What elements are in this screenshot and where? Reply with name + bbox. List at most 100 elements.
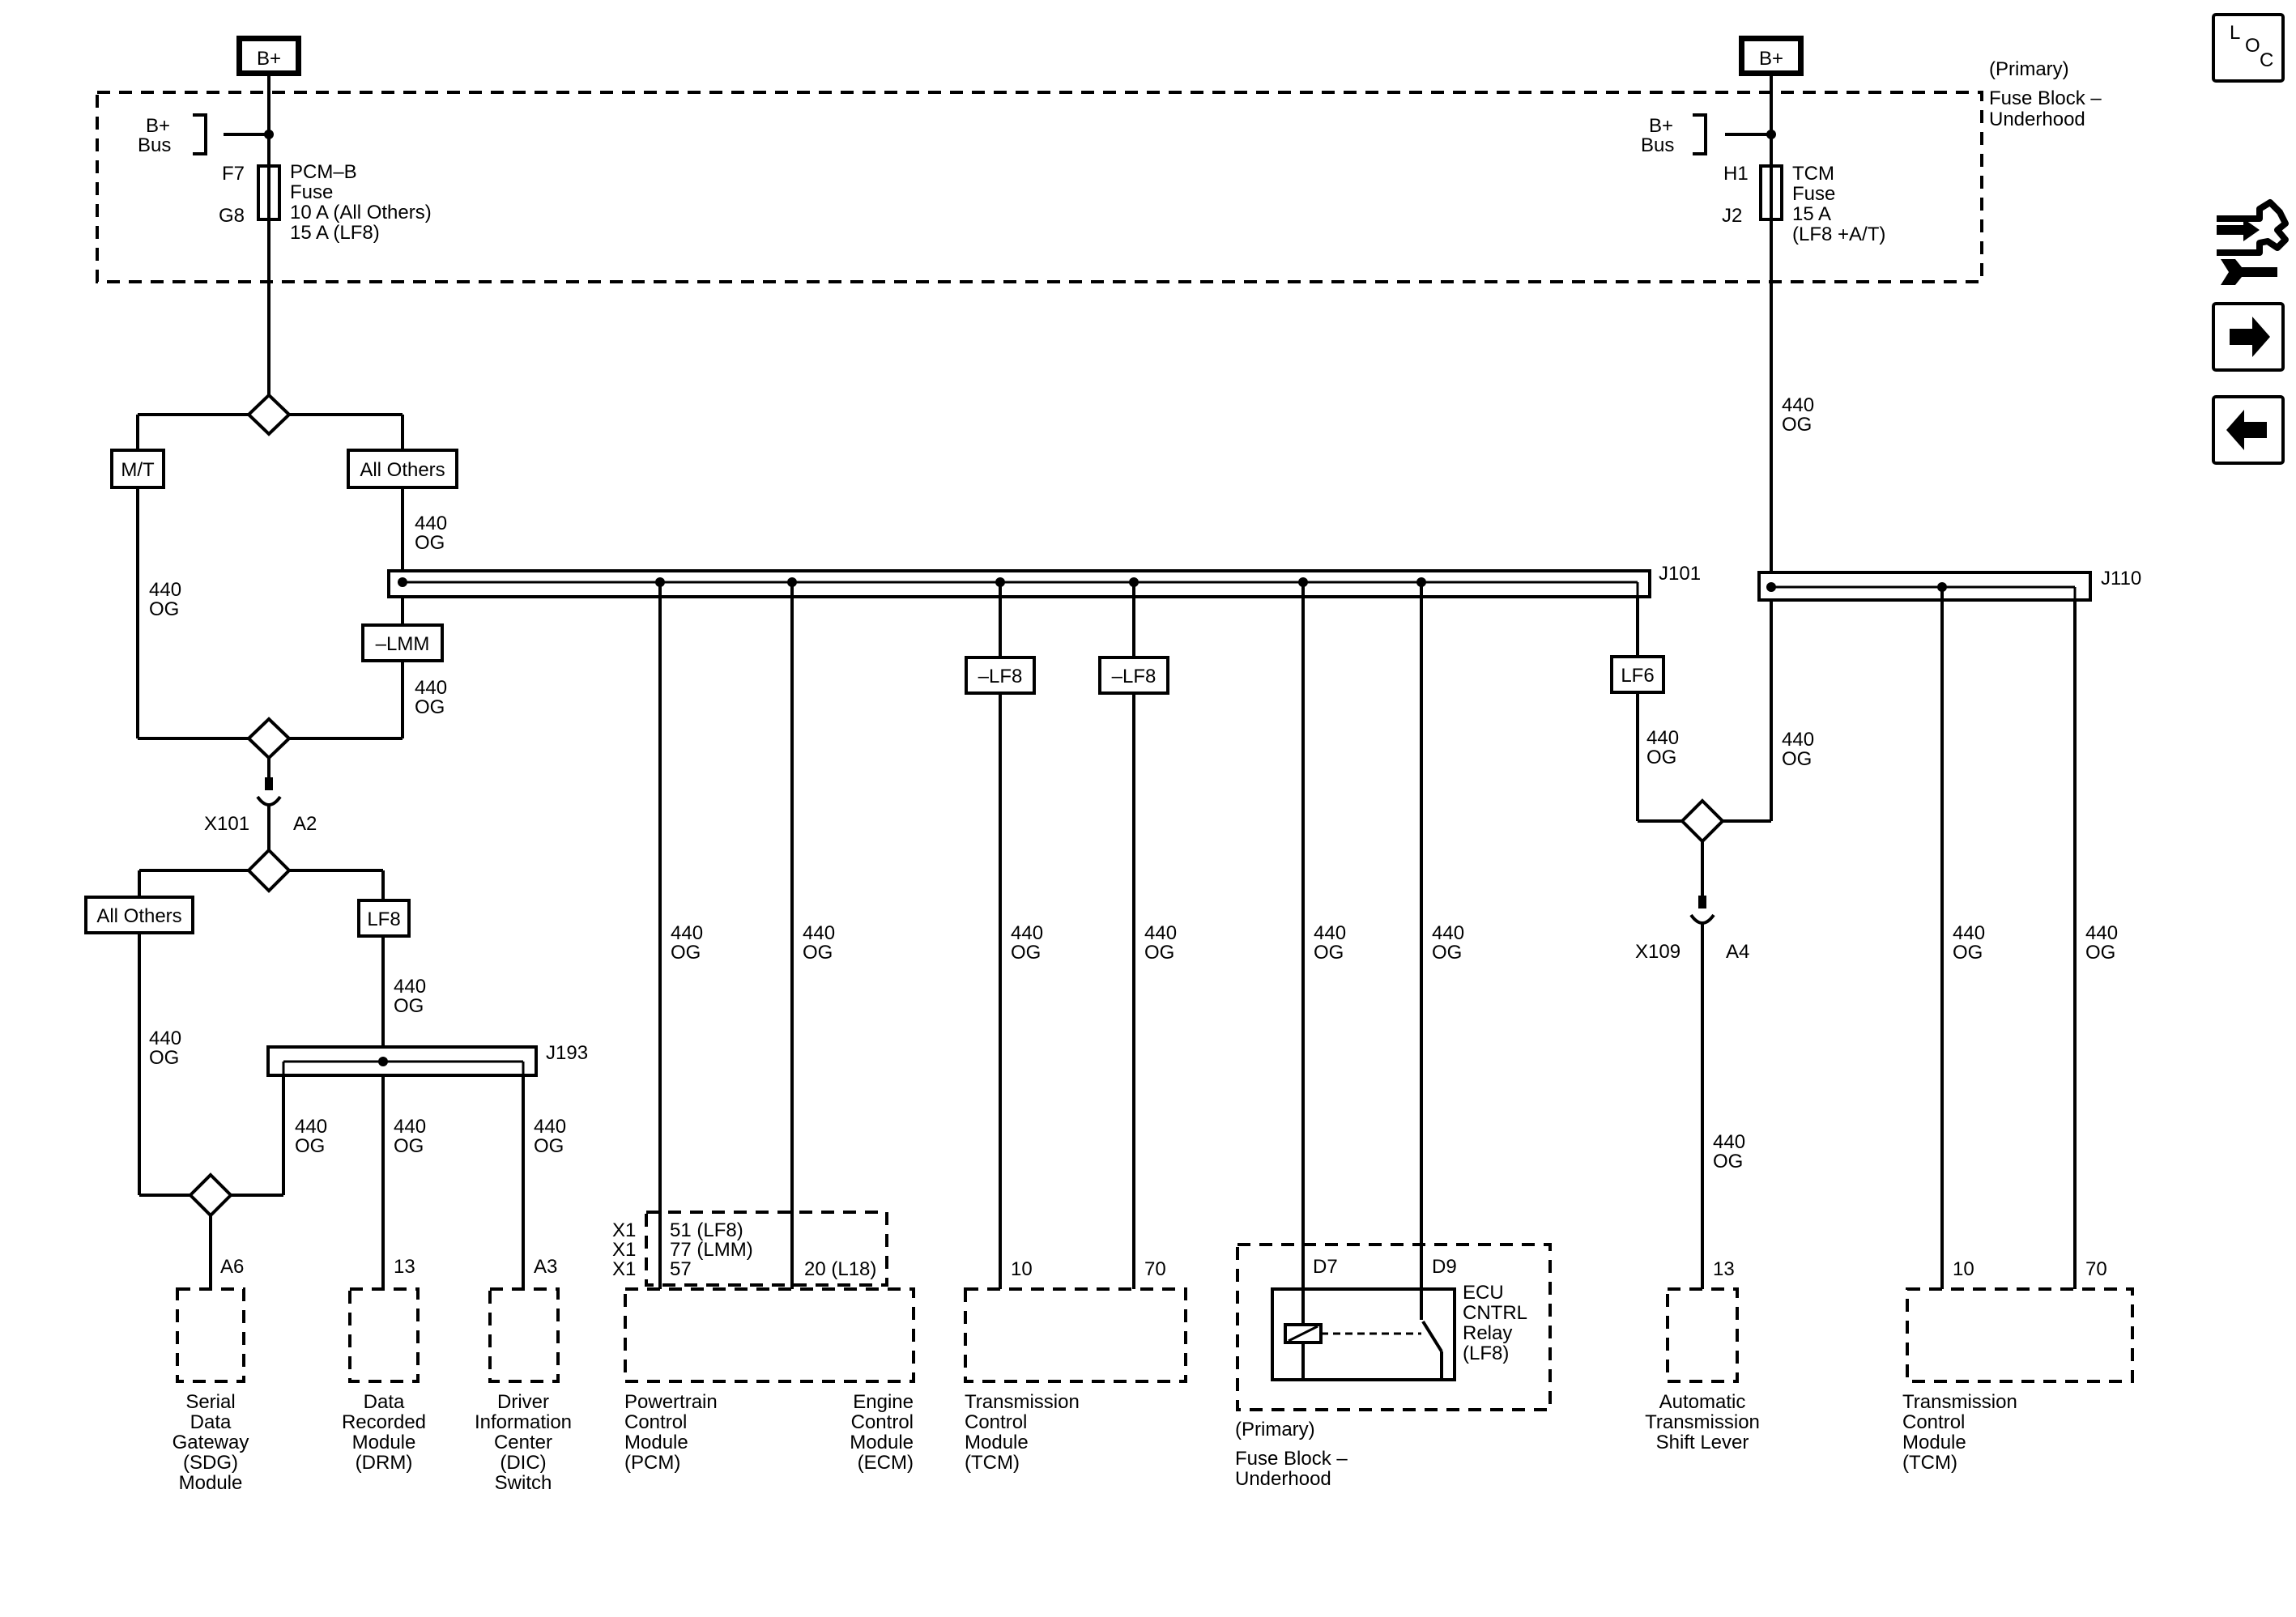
connector-x109-pin: A4 — [1726, 941, 1749, 963]
svg-text:Automatic: Automatic — [1659, 1391, 1746, 1413]
svg-text:Data: Data — [364, 1391, 405, 1413]
wire-label-circuit: 440 — [803, 922, 835, 944]
svg-text:Switch: Switch — [495, 1472, 552, 1494]
option-join-diamond-1 — [246, 717, 292, 760]
arrow-right-icon[interactable] — [2212, 302, 2285, 372]
wire-label-color: OG — [1144, 942, 1174, 964]
option-lf8-box — [357, 899, 411, 938]
wire-label-circuit: 440 — [295, 1116, 327, 1138]
svg-text:Center: Center — [494, 1432, 552, 1453]
splice-pack-j101 — [387, 569, 1651, 598]
bus-label-right-1: B+ — [1649, 115, 1673, 137]
splice-j193-label: J193 — [546, 1042, 588, 1064]
module-tcm2-label: Transmission Control Module (TCM) — [1902, 1391, 2017, 1474]
fuse-tcm-label-2: Fuse — [1792, 183, 1835, 205]
svg-text:(DRM): (DRM) — [356, 1452, 413, 1474]
wire-label-color: OG — [1432, 942, 1462, 964]
connector-wrench-icon[interactable] — [2217, 199, 2289, 285]
pin-pcm-x1-b: X1 — [612, 1239, 636, 1261]
wire-label-color: OG — [1782, 414, 1812, 436]
svg-text:Module: Module — [624, 1432, 688, 1453]
fuse-tcm-pin-bottom: J2 — [1722, 205, 1742, 227]
pin-tcm1-10: 10 — [1011, 1258, 1033, 1280]
svg-text:(ECM): (ECM) — [858, 1452, 914, 1474]
wire-label-circuit: 440 — [149, 579, 181, 601]
loc-icon[interactable]: L O C — [2212, 13, 2285, 83]
svg-text:(TCM): (TCM) — [965, 1452, 1020, 1474]
svg-text:Control: Control — [1902, 1411, 1965, 1433]
pin-sdg: A6 — [220, 1256, 244, 1278]
svg-text:Serial: Serial — [185, 1391, 235, 1413]
fuse-tcm-pin-top: H1 — [1723, 163, 1749, 185]
option-split-diamond-2 — [246, 848, 292, 893]
relay-ecu-cntrl — [1271, 1287, 1456, 1381]
svg-text:Control: Control — [965, 1411, 1027, 1433]
svg-text:(DIC): (DIC) — [500, 1452, 546, 1474]
connector-x101 — [256, 795, 282, 806]
pin-pcm-77: 77 (LMM) — [670, 1239, 753, 1261]
wire-label-color: OG — [1782, 748, 1812, 770]
pin-relay-d7: D7 — [1313, 1256, 1338, 1278]
fuse-pcm-label-4: 15 A (LF8) — [290, 222, 380, 244]
svg-text:L: L — [2230, 22, 2240, 44]
option-all-others-box — [347, 449, 458, 489]
wire-label-color: OG — [2085, 942, 2115, 964]
arrow-left-icon[interactable] — [2212, 395, 2285, 465]
wire-label-color: OG — [803, 942, 833, 964]
pin-shift-lever: 13 — [1713, 1258, 1735, 1280]
fuse-pcm-label-3: 10 A (All Others) — [290, 202, 432, 223]
wire-label-color: OG — [1713, 1151, 1743, 1172]
connector-x101-pin: A2 — [293, 813, 317, 835]
svg-text:Relay: Relay — [1463, 1322, 1512, 1344]
connector-x109 — [1689, 913, 1715, 925]
option-no-lmm-label: –LMM — [376, 633, 430, 655]
wire-label-circuit: 440 — [1011, 922, 1043, 944]
option-all-others-label: All Others — [360, 459, 445, 481]
module-sdg-label: Serial Data Gateway (SDG) Module — [173, 1391, 249, 1494]
svg-text:O: O — [2245, 35, 2260, 57]
module-shift-lever-box — [1666, 1287, 1739, 1383]
bus-label-right-2: Bus — [1641, 134, 1674, 156]
wire-label-circuit: 440 — [534, 1116, 566, 1138]
pin-tcm1-70: 70 — [1144, 1258, 1166, 1280]
svg-text:Module: Module — [179, 1472, 243, 1494]
splice-j101-label: J101 — [1659, 563, 1701, 585]
pin-pcm-57: 57 — [670, 1258, 692, 1280]
svg-text:(TCM): (TCM) — [1902, 1452, 1957, 1474]
wire-label-circuit: 440 — [2085, 922, 2118, 944]
svg-text:Underhood: Underhood — [1235, 1468, 1331, 1490]
option-lf8-label: LF8 — [367, 908, 400, 930]
pcm-pin-options-box — [645, 1211, 888, 1287]
wire-label-circuit: 440 — [1713, 1131, 1745, 1153]
option-join-diamond-2 — [188, 1172, 233, 1218]
fuse-block-label-2: Fuse Block – — [1989, 87, 2102, 109]
relay-fuse-block-label: (Primary) Fuse Block – Underhood — [1235, 1419, 1348, 1490]
option-mt-box — [110, 449, 165, 489]
module-shift-lever-label: Automatic Transmission Shift Lever — [1645, 1391, 1760, 1453]
bus-label-left-1: B+ — [146, 115, 170, 137]
pin-pcm-51: 51 (LF8) — [670, 1219, 743, 1241]
pin-drm: 13 — [394, 1256, 415, 1278]
svg-text:Driver: Driver — [497, 1391, 549, 1413]
wire-label-color: OG — [394, 1135, 424, 1157]
svg-text:Data: Data — [190, 1411, 232, 1433]
fuse-pcm-pin-top: F7 — [222, 163, 245, 185]
fuse-pcm-label-2: Fuse — [290, 181, 333, 203]
module-dic-label: Driver Information Center (DIC) Switch — [475, 1391, 572, 1494]
option-all-others-label-2: All Others — [96, 905, 181, 927]
module-sdg-box — [176, 1287, 245, 1383]
wire-label-color: OG — [295, 1135, 325, 1157]
pin-tcm2-10: 10 — [1953, 1258, 1974, 1280]
wire-label-circuit: 440 — [1782, 729, 1814, 751]
svg-text:ECU: ECU — [1463, 1282, 1504, 1304]
fuse-pcm-label-1: PCM–B — [290, 161, 357, 183]
b-plus-label-right: B+ — [1759, 48, 1783, 70]
wire-label-color: OG — [671, 942, 701, 964]
bus-label-left-2: Bus — [138, 134, 171, 156]
svg-text:Transmission: Transmission — [965, 1391, 1080, 1413]
relay-fuse-block-outline — [1236, 1243, 1552, 1411]
module-ecm-label: Engine Control Module (ECM) — [850, 1391, 914, 1474]
pin-relay-d9: D9 — [1432, 1256, 1457, 1278]
option-no-lf8-label-1: –LF8 — [978, 666, 1023, 687]
svg-text:Module: Module — [850, 1432, 914, 1453]
